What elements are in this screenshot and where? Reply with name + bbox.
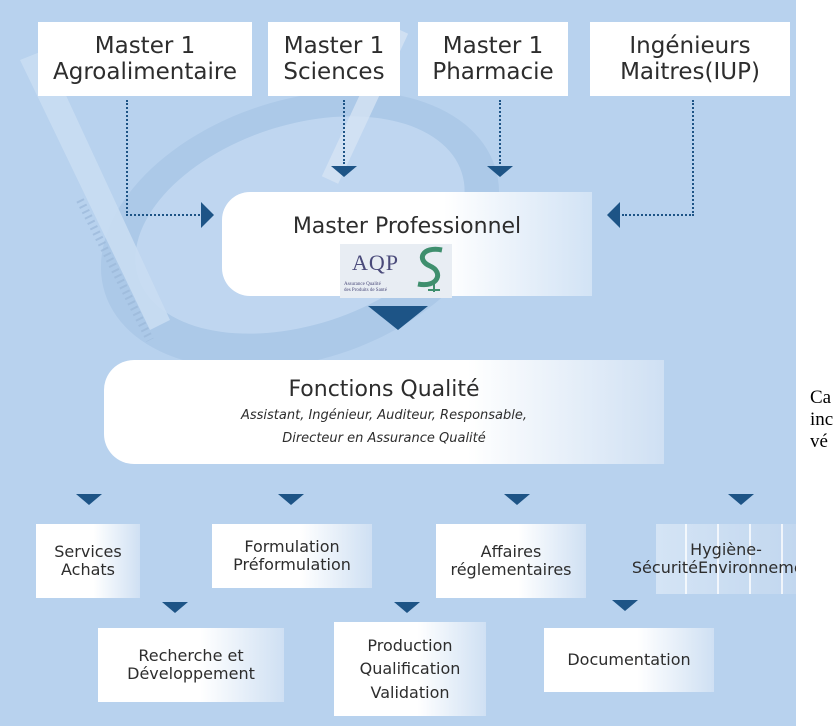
arrow-to-hygiene xyxy=(728,494,754,505)
fonctions-qualite-box: Fonctions Qualité Assistant, Ingénieur, … xyxy=(104,360,664,464)
hygiene-securite-box: Hygiène-SécuritéEnvironnement xyxy=(632,524,796,594)
fonctions-title: Fonctions Qualité xyxy=(288,377,480,403)
connector-agro-horizontal xyxy=(126,214,200,216)
arrow-sciences-to-master xyxy=(331,166,357,177)
master-professionnel-label: Master Professionnel xyxy=(292,214,522,239)
arrow-to-affaires xyxy=(504,494,530,505)
arrow-to-formulation xyxy=(278,494,304,505)
caption-fragment: Ca inc vé xyxy=(810,387,834,452)
arrow-agro-to-master xyxy=(201,202,214,228)
arrow-to-services-achats xyxy=(76,494,102,505)
connector-ingenieurs-horizontal xyxy=(622,214,694,216)
arrow-to-production xyxy=(394,602,420,613)
documentation-box: Documentation xyxy=(544,628,714,692)
arrow-to-recherche xyxy=(162,602,188,613)
connector-ingenieurs-vertical xyxy=(692,100,694,216)
logo-s-symbol xyxy=(417,246,443,292)
arrow-master-to-fonctions xyxy=(368,306,428,330)
connector-sciences xyxy=(343,100,345,164)
connector-agro-vertical xyxy=(126,100,128,216)
fonctions-roles-line1: Assistant, Ingénieur, Auditeur, Responsa… xyxy=(240,407,528,423)
arrow-pharmacie-to-master xyxy=(487,166,513,177)
connector-pharmacie xyxy=(499,100,501,164)
fonctions-roles-line2: Directeur en Assurance Qualité xyxy=(282,430,486,446)
arrow-to-documentation xyxy=(612,600,638,611)
arrow-ingenieurs-to-master xyxy=(607,202,620,228)
